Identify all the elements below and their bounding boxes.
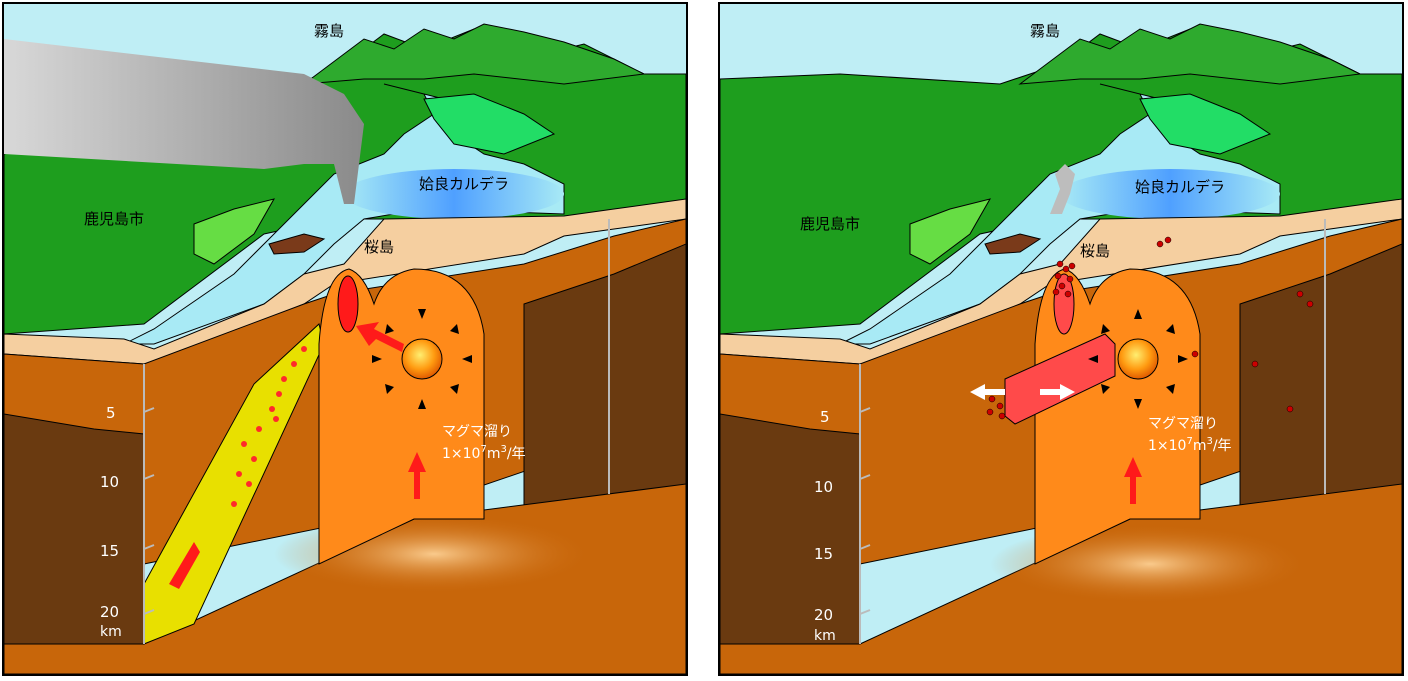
depth-tick-20: 20 [100,603,119,621]
upflow-arrow [408,452,426,499]
right-panel: 霧島 鹿児島市 姶良カルデラ 桜島 マグマ溜り 1×107m3/年 5 10 1… [718,2,1404,676]
aira-caldera [344,169,564,219]
depth-tick-10: 10 [100,473,119,491]
sakurajima-vent [1053,273,1075,335]
depth-unit: km [100,624,122,640]
label-sakurajima: 桜島 [364,238,394,256]
label-kirishima: 霧島 [314,22,344,40]
sill-earthquakes [986,395,1006,420]
depth-tick-15: 15 [100,542,119,560]
magma-body [318,268,485,565]
sill-arrow-right [1040,384,1075,400]
ash-plume [4,39,364,204]
label-sakurajima: 桜島 [1080,242,1110,260]
depth-tick-5: 5 [106,404,116,422]
magma-chamber [401,338,443,380]
label-caldera: 姶良カルデラ [1135,178,1225,196]
green-patch-2 [193,198,276,265]
magma-chamber [1117,338,1159,380]
green-patch-2 [909,198,992,265]
green-patch-1 [1139,93,1272,155]
magma-body [1034,268,1201,565]
label-rate: 1×107m3/年 [1148,436,1232,454]
dike-arrow [169,542,200,589]
crust-lower [4,413,145,645]
label-kagoshima: 鹿児島市 [800,215,860,233]
sakurajima-vent [337,275,359,333]
magma-flow-arrow [356,322,404,352]
label-caldera: 姶良カルデラ [419,175,509,193]
depth-tick-marks [143,407,155,615]
aira-caldera [1060,169,1280,219]
label-kagoshima: 鹿児島市 [84,210,144,228]
inflow-arrows [372,309,472,409]
sill-arrow-left [970,384,1005,400]
depth-tick-20: 20 [814,606,833,624]
depth-tick-15: 15 [814,545,833,563]
small-plume [1050,164,1075,214]
island-sakurajima-surface [268,233,326,255]
depth-tick-marks [859,407,871,615]
green-patch-1 [423,93,556,155]
vent-earthquakes [1052,260,1076,298]
depth-unit: km [814,628,836,644]
earthquake-dots [231,346,307,507]
label-chamber: マグマ溜り [442,424,512,440]
kirishima-mountains [1018,23,1362,85]
scattered-quakes [1156,236,1314,413]
outflow-arrows [1088,309,1188,409]
depth-tick-5: 5 [820,408,830,426]
depth-tick-10: 10 [814,478,833,496]
left-panel: 霧島 鹿児島市 姶良カルデラ 桜島 マグマ溜り 1×107m3/年 5 10 1… [2,2,688,676]
right-diagram: 霧島 鹿児島市 姶良カルデラ 桜島 マグマ溜り 1×107m3/年 5 10 1… [720,22,1402,674]
kirishima-mountains [302,23,646,85]
label-chamber: マグマ溜り [1148,416,1218,432]
crust-lower [720,413,861,645]
island-sakurajima-surface [984,233,1042,255]
left-diagram: 霧島 鹿児島市 姶良カルデラ 桜島 マグマ溜り 1×107m3/年 5 10 1… [4,22,686,674]
label-rate: 1×107m3/年 [442,444,526,462]
upflow-arrow [1124,457,1142,504]
label-kirishima: 霧島 [1030,22,1060,40]
